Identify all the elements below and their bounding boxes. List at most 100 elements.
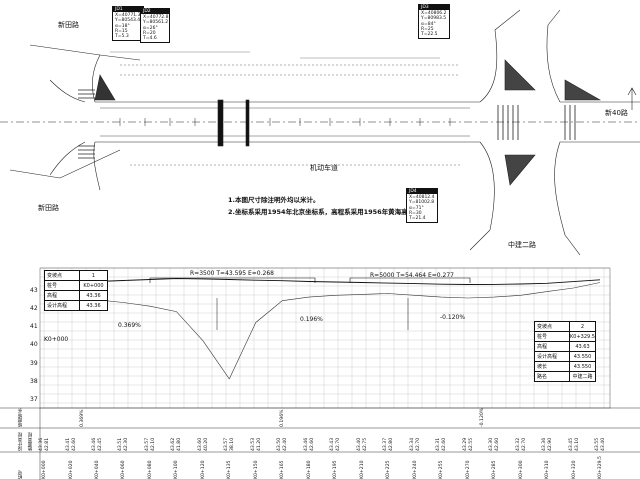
ground-elevation-line [43, 282, 601, 380]
grade-label-1: 0.369% [118, 322, 141, 329]
jd-box-3-y: Y=80983.5 [421, 16, 447, 22]
right-curve-sw [479, 141, 495, 231]
left-curve-sw [49, 141, 86, 176]
ground-elev-value: 42.90 [548, 437, 553, 451]
curve-label-1: R=3500 T=43.595 E=0.268 [190, 270, 274, 277]
profile-grid [40, 267, 610, 408]
jd-box-4: JD4 X=40812.4 Y=81002.8 α=71° R=30 T=21.… [406, 188, 438, 224]
jd-box-2-r: R=20 [143, 30, 156, 36]
road-label-top-left: 新田路 [58, 21, 79, 29]
jd-box-1-title: JD1 [113, 7, 143, 13]
road-label-bottom-left: 新田路 [38, 204, 59, 212]
road-label-bottom-right: 中建二路 [508, 241, 536, 249]
ground-elev-value: 42.60 [495, 437, 501, 451]
profile-table-lines [0, 407, 640, 480]
end-box-k4: 路名 [535, 372, 570, 381]
ground-elev-value: 42.60 [71, 437, 77, 451]
design-elev-value: 43.34 [409, 437, 415, 451]
ground-elev-value: 42.70 [336, 437, 342, 451]
station-value: K0+310 [545, 460, 550, 479]
design-elevation-line [43, 278, 601, 285]
station-value: K0+255 [439, 460, 445, 479]
note-2: 2.坐标系采用1954年北京坐标系，高程系采用1956年黄海高程系。 [228, 208, 428, 216]
jd-box-1: JD1 X=40771.3 Y=80543.4 α=18° R=15 T=5.3 [112, 6, 144, 42]
jd-box-3-title: JD3 [419, 5, 449, 11]
jd-box-1-r: R=15 [115, 28, 128, 34]
jd-box-4-y: Y=81002.8 [409, 200, 435, 206]
ground-elev-value: 42.10 [150, 437, 156, 451]
jd-box-3-x: X=40806.2 [421, 11, 447, 17]
jd-box-1-t: T=5.3 [115, 34, 129, 40]
end-box-v0: K0+329.5 [570, 333, 595, 340]
design-elev-value: 43.30 [489, 437, 495, 451]
right-road-top [494, 9, 561, 31]
ground-elev-value: 42.60 [309, 437, 315, 451]
profile-left-caption: K0+000 [44, 336, 69, 343]
left-curve-se [93, 141, 101, 191]
design-elev-value: 43.46 [303, 437, 309, 451]
right-curve-ne [546, 24, 561, 103]
dim-line-top [110, 51, 440, 59]
jd-box-4-title: JD4 [407, 189, 437, 195]
station-value: K0+165 [280, 460, 286, 479]
north-arrow [627, 87, 637, 110]
design-elev-value: 43.57 [144, 437, 150, 451]
ground-elev-value: 42.70 [521, 437, 527, 451]
grade-label-2: 0.196% [300, 316, 323, 323]
bridge-bar-2 [245, 99, 250, 147]
grade-row-value: -0.120% [480, 407, 485, 427]
jd-box-4-t: T=21.4 [409, 216, 426, 222]
row-header-ground: 地面高程 [28, 432, 33, 451]
grade-label-3: -0.120% [440, 314, 466, 321]
building-outline-top [120, 64, 460, 76]
design-elev-value: 43.55 [595, 437, 600, 451]
ground-elev-value: 41.20 [256, 437, 262, 451]
jd-box-1-y: Y=80543.4 [115, 18, 141, 24]
jd-box-2-title: JD2 [141, 9, 169, 15]
grade-row-value: 0.196% [280, 409, 285, 427]
plan-view [0, 9, 640, 256]
end-box-v3: 43.550 [573, 363, 592, 370]
row-header-grade: 坡度坡长 [18, 408, 23, 427]
station-value: K0+060 [121, 460, 127, 479]
start-box-k0: 桩号 [45, 281, 80, 290]
design-elev-value: 43.43 [330, 437, 336, 451]
design-elev-value: 43.29 [462, 437, 468, 451]
design-elev-value: 43.32 [515, 437, 521, 451]
start-box-v0: K0+000 [83, 282, 104, 289]
axis-tick-label: 42 [30, 305, 38, 312]
end-box-v4: 中建二路 [572, 374, 593, 380]
axis-tick-label: 39 [30, 359, 38, 367]
left-road-a [29, 44, 141, 61]
jd-box-4-x: X=40812.4 [409, 195, 435, 201]
ground-elev-value: 42.60 [442, 437, 448, 451]
design-elev-value: 43.37 [383, 437, 389, 451]
station-ticks [119, 118, 451, 126]
bridge-bar-1 [217, 99, 224, 147]
design-elev-value: 43.40 [356, 437, 362, 451]
start-box-k1: 高程 [45, 291, 80, 300]
start-box-title-value: 1 [91, 272, 96, 279]
ground-elev-value: 42.80 [389, 437, 395, 451]
row-header-design: 设计高程 [18, 432, 23, 451]
station-value: K0+300 [518, 460, 524, 479]
design-elev-value: 43.31 [436, 437, 442, 451]
jd-box-2-x: X=40772.8 [143, 15, 169, 21]
design-elev-value: 43.41 [65, 437, 71, 451]
island-left [94, 74, 116, 101]
design-elev-value: 43.57 [224, 437, 230, 451]
design-elev-value: 43.36 [542, 437, 547, 451]
profile-frame [39, 267, 611, 409]
grade-row-value: 0.369% [80, 409, 85, 427]
road-label-center: 机动车道 [310, 164, 338, 172]
axis-tick-label: 37 [30, 395, 38, 403]
station-value: K0+080 [147, 460, 153, 479]
start-box-title: 变坡点 [45, 271, 80, 280]
axis-tick-label: 43 [30, 286, 38, 294]
design-elev-value: 43.51 [118, 437, 124, 451]
station-value: K0+195 [333, 460, 339, 479]
jd-box-3-t: T=22.5 [421, 32, 438, 38]
station-value: K0+270 [465, 460, 471, 479]
